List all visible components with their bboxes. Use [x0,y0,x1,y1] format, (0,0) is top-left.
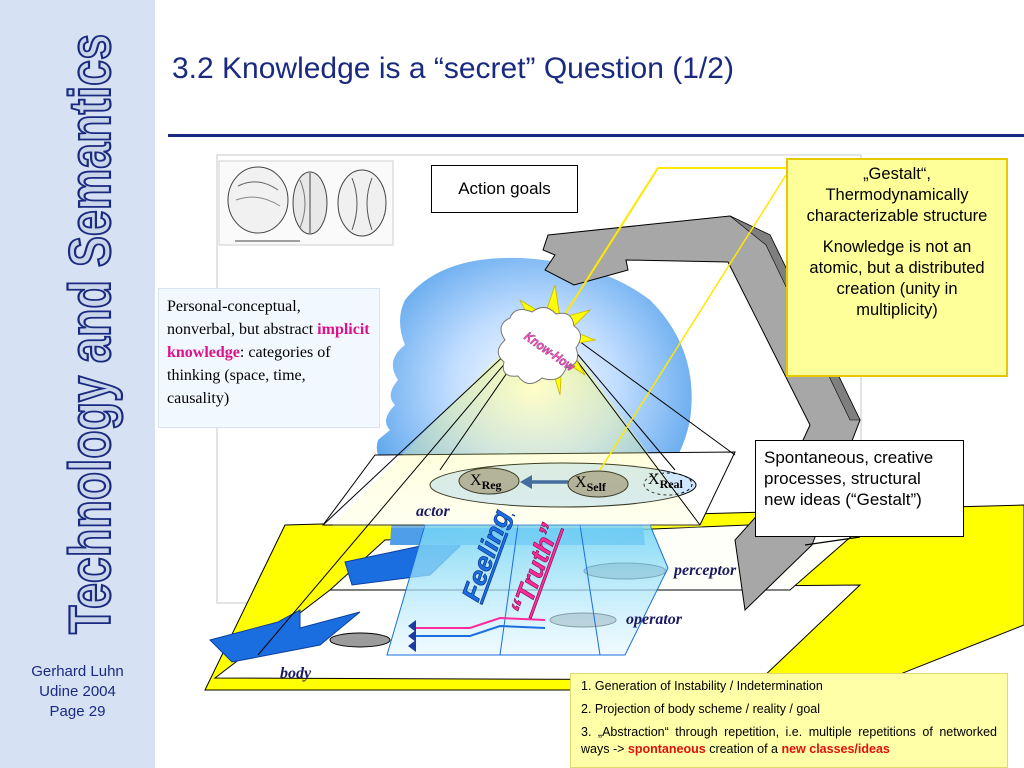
step-3: 3. „Abstraction“ through repetition, i.e… [581,725,997,756]
title-divider [168,134,1024,137]
step-2: 2. Projection of body scheme / reality /… [581,702,821,716]
action-goals-box: Action goals [431,165,578,213]
x-real-label: XReal [648,471,684,491]
page-number: Page 29 [49,703,106,720]
implicit-line1: Personal-conceptual, nonverbal, but abst… [167,298,314,338]
operator-ellipse-left [329,632,391,648]
gestalt-box: „Gestalt“, Thermodynamically characteriz… [786,158,1008,377]
x-self-label: XSelf [575,474,607,494]
gestalt-connector-3 [599,174,787,471]
operator-label: operator [626,611,682,628]
step-1: 1. Generation of Instability / Indetermi… [581,679,823,693]
x-reg-label: XReg [470,472,502,492]
implicit-colon: : [239,344,245,361]
body-label: body [280,665,312,682]
implicit-line2: categories of thinking (space, time, cau… [167,344,331,407]
gestalt-definition: „Gestalt“, Thermodynamically characteriz… [806,165,988,225]
neural-path-pink [412,616,546,629]
projection-beam [330,322,703,528]
sidebar-title: Technology and Semantics [57,33,124,635]
author-name: Gerhard Luhn [31,663,124,680]
spontaneous-text: Spontaneous, creative processes, structu… [764,448,934,509]
operator-arrow-left [209,609,361,663]
sidebar: Technology and Semantics Gerhard Luhn Ud… [0,0,155,768]
author-place: Udine 2004 [39,683,116,700]
action-goals-label: Action goals [458,179,551,198]
neural-path-blue [412,624,546,637]
gestalt-connector-2 [554,167,659,331]
page-title: 3.2 Knowledge is a “secret” Question (1/… [172,52,734,85]
implicit-knowledge-box: Personal-conceptual, nonverbal, but abst… [158,288,380,428]
perceptor-label: perceptor [674,562,737,579]
implicit-highlight: implicit knowledge [167,321,370,361]
sidebar-title-text: Technology and Semantics [58,34,123,634]
know-how-burst: Know-How [497,284,597,396]
seeds-image [218,160,394,246]
gestalt-knowledge: Knowledge is not an atomic, but a distri… [809,238,985,319]
spontaneous-pointer [804,536,861,546]
actor-label: actor [416,503,450,520]
spontaneous-box: Spontaneous, creative processes, structu… [755,440,964,537]
author-block: Gerhard Luhn Udine 2004 Page 29 [0,662,155,722]
steps-box: 1. Generation of Instability / Indetermi… [570,673,1008,768]
